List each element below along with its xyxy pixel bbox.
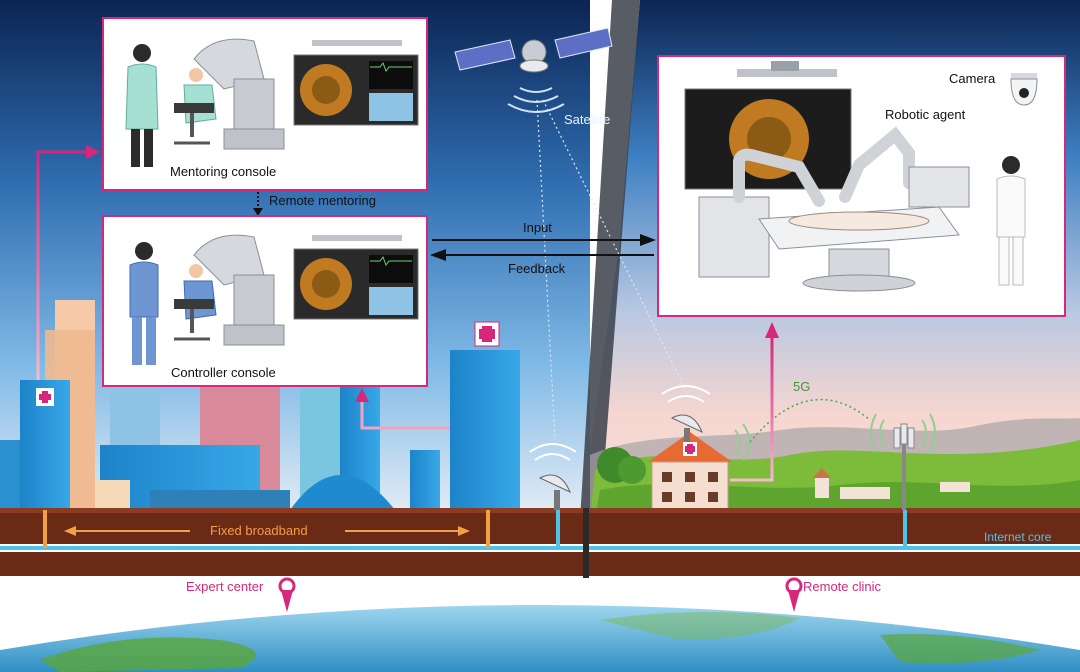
- mentor-figure: [125, 44, 159, 167]
- camera-icon: [1010, 73, 1038, 106]
- location-pin-icon: [278, 577, 296, 612]
- fixed-broadband-arrow: [64, 526, 470, 536]
- hospital-to-controller-arrow: [360, 402, 450, 430]
- hospital-cross-icon: [36, 388, 54, 406]
- robotic-agent-label: Robotic agent: [885, 107, 966, 122]
- remote-mentoring-label: Remote mentoring: [269, 193, 376, 208]
- internet-core-label: Internet core: [984, 530, 1052, 544]
- robotic-agent-panel: Camera Robotic agent: [657, 55, 1066, 317]
- ground-layer: [0, 508, 1080, 548]
- earth-globe: [0, 605, 1080, 672]
- city-skyline: [0, 300, 520, 510]
- expert-center-label: Expert center: [186, 579, 264, 594]
- cell-tower-icon: [870, 413, 936, 510]
- feedback-label: Feedback: [508, 261, 566, 276]
- remote-clinic-label: Remote clinic: [803, 579, 882, 594]
- mentoring-console-label: Mentoring console: [170, 164, 277, 179]
- satellite-icon: [454, 27, 613, 73]
- clinic-to-robot-arrow: [730, 338, 774, 482]
- mentoring-console-panel: Mentoring console: [102, 17, 428, 191]
- divider-wedge: [580, 0, 640, 520]
- satellite-signal: [507, 87, 565, 113]
- internet-core-line: [0, 546, 1080, 550]
- input-label: Input: [523, 220, 552, 235]
- clinic-signal: [734, 423, 751, 461]
- patient-table: [758, 206, 960, 292]
- village-houses: [813, 468, 970, 499]
- operating-room-monitor: [684, 61, 852, 190]
- input-arrow: [432, 234, 656, 246]
- five-g-link: [749, 398, 871, 443]
- feedback-arrow: [430, 249, 654, 261]
- city-to-mentoring-arrow: [36, 150, 88, 380]
- surgeon-console: [174, 234, 285, 346]
- satellite-dish-icon: [661, 385, 711, 442]
- monitor-screen: [293, 40, 419, 126]
- satellite-dish-icon: [529, 443, 577, 510]
- fixed-broadband-label: Fixed broadband: [210, 523, 308, 538]
- controller-surgeon-figure: [129, 242, 159, 365]
- bedside-nurse-figure: [996, 156, 1026, 286]
- camera-label: Camera: [949, 71, 996, 86]
- surgeon-console: [174, 38, 285, 150]
- monitor-screen: [293, 235, 419, 320]
- tree: [618, 456, 646, 484]
- five-g-label: 5G: [793, 379, 811, 394]
- satellite-label: Satellite: [564, 112, 611, 127]
- controller-console-panel: Controller console: [102, 215, 428, 387]
- controller-console-label: Controller console: [171, 365, 276, 380]
- location-pin-icon: [785, 577, 803, 612]
